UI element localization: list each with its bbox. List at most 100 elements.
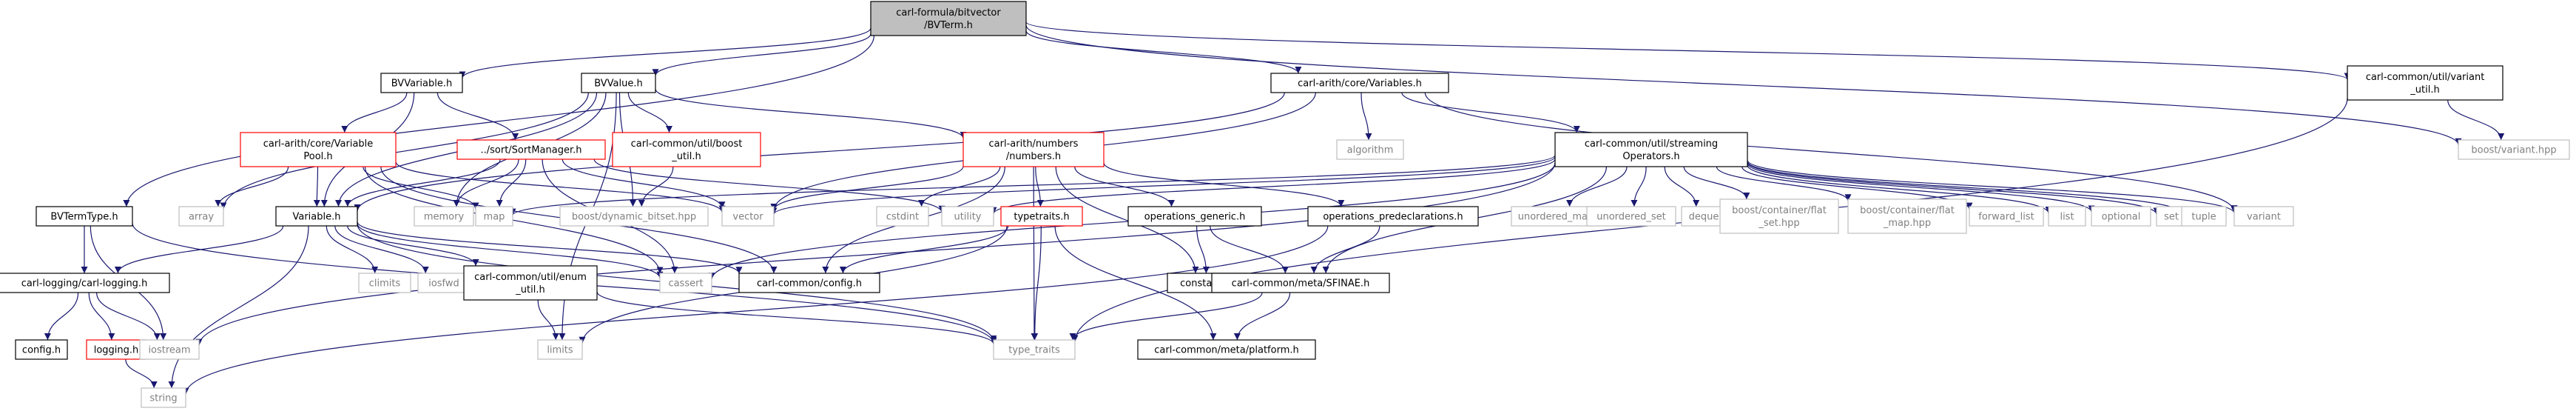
edge-variablepool-to-vector: [395, 161, 726, 213]
node-box: [941, 206, 994, 227]
node-box: [1969, 206, 2044, 227]
edge-streaming-to-vector: [770, 156, 1556, 215]
node-box: [2458, 139, 2570, 160]
node-label: config.h: [22, 345, 61, 356]
node-enum-util[interactable]: carl-common/util/enum_util.h: [463, 265, 598, 301]
node-flat-map: boost/container/flat_map.hpp: [1847, 198, 1967, 234]
node-label: carl-formula/bitvector: [896, 7, 1001, 19]
edge-streaming-to-optional: [1747, 163, 2095, 213]
node-box: [456, 139, 606, 160]
edge-variablepool-to-array: [215, 166, 289, 207]
node-label: boost/container/flat: [1860, 205, 1955, 216]
edge-root-to-boost_variant: [1025, 24, 2462, 145]
node-label: logging.h: [94, 345, 139, 356]
node-bvvalue[interactable]: BVValue.h: [581, 73, 656, 93]
node-map: map: [475, 206, 513, 227]
node-flat-set: boost/container/flat_set.hpp: [1719, 198, 1839, 234]
edge-root-to-bvtermtype: [123, 35, 874, 207]
node-set: set: [2156, 206, 2187, 227]
edge-numbers-to-typetraits_h: [1035, 166, 1044, 207]
edge-sortmanager-to-variable: [344, 158, 501, 207]
node-variant: variant: [2233, 206, 2294, 227]
node-config-common[interactable]: carl-common/config.h: [738, 273, 880, 293]
node-box: [2156, 206, 2187, 227]
node-label: array: [189, 212, 214, 223]
edge-variables-to-streaming: [1401, 92, 1580, 133]
node-label: BVValue.h: [594, 79, 642, 90]
edge-enum_util-to-limits: [537, 299, 559, 341]
node-boost-util[interactable]: carl-common/util/boost_util.h: [612, 132, 761, 167]
edge-streaming-to-tuple: [1747, 161, 2185, 214]
node-label: carl-common/config.h: [757, 278, 862, 290]
edge-streaming-to-unordered_set: [1631, 166, 1647, 207]
node-platform[interactable]: carl-common/meta/platform.h: [1137, 339, 1316, 360]
edges: [44, 21, 2505, 395]
node-variables[interactable]: carl-arith/core/Variables.h: [1270, 73, 1449, 93]
node-label: boost/container/flat: [1732, 205, 1827, 216]
edge-bvvariable-to-variablepool: [341, 92, 408, 133]
node-sortmanager[interactable]: ../sort/SortManager.h: [456, 139, 606, 160]
edge-streaming-to-utility: [990, 158, 1556, 214]
edge-streaming-to-variant: [1747, 159, 2238, 213]
edge-numbers-to-cstdint: [918, 166, 1001, 207]
node-label: Variable.h: [292, 212, 340, 223]
node-label: climits: [369, 278, 401, 290]
edge-variable-to-logging: [114, 225, 284, 274]
node-variable[interactable]: Variable.h: [275, 206, 358, 227]
edge-logging-to-iostream: [96, 292, 161, 341]
node-label: carl-logging/carl-logging.h: [21, 278, 148, 290]
edge-bvvalue-to-boost_util: [627, 92, 672, 133]
node-box: [178, 206, 224, 227]
edge-logging-to-config_h: [44, 292, 79, 341]
node-logging[interactable]: carl-logging/carl-logging.h: [0, 273, 170, 293]
node-variant-util[interactable]: carl-common/util/variant_util.h: [2347, 65, 2503, 101]
node-box: [2181, 206, 2227, 227]
node-list: list: [2048, 206, 2086, 227]
edge-root-to-bvvariable: [459, 27, 871, 79]
node-box: [1554, 132, 1748, 167]
node-label: tuple: [2191, 212, 2216, 223]
node-label: optional: [2102, 212, 2141, 223]
node-forward-list: forward_list: [1969, 206, 2044, 227]
edge-root-to-variables: [1025, 30, 1302, 74]
node-label: BVTermType.h: [50, 212, 118, 223]
node-label: operations_predeclarations.h: [1323, 212, 1463, 223]
node-bvtermtype[interactable]: BVTermType.h: [36, 206, 133, 227]
node-box: [380, 73, 463, 93]
node-box: [870, 1, 1027, 36]
node-tuple: tuple: [2181, 206, 2227, 227]
edge-typetraits_h-to-platform: [1054, 225, 1217, 341]
node-label: _util.h: [515, 284, 544, 296]
node-logging-h[interactable]: logging.h: [86, 339, 146, 360]
node-label: carl-common/util/streaming: [1585, 138, 1718, 150]
edge-sortmanager-to-vector: [562, 158, 726, 209]
node-cstdint: cstdint: [876, 206, 929, 227]
node-bvvariable[interactable]: BVVariable.h: [380, 73, 463, 93]
node-box: [15, 339, 68, 360]
node-sfinae[interactable]: carl-common/meta/SFINAE.h: [1211, 273, 1390, 293]
node-box: [738, 273, 880, 293]
node-label: _util.h: [2410, 84, 2439, 96]
node-box: [1000, 206, 1083, 227]
edge-variant_util-to-boost_variant: [2447, 99, 2505, 141]
node-label: boost/variant.hpp: [2471, 145, 2556, 156]
node-label: /BVTerm.h: [924, 20, 973, 31]
node-box: [1336, 139, 1404, 160]
node-config-h[interactable]: config.h: [15, 339, 68, 360]
node-box: [414, 206, 474, 227]
edge-ops_predecl-to-sfinae: [1310, 225, 1380, 274]
edge-variables-to-algorithm: [1361, 92, 1372, 141]
node-root[interactable]: carl-formula/bitvector/BVTerm.h: [870, 1, 1027, 36]
node-label: cassert: [668, 278, 703, 290]
node-ops-generic[interactable]: operations_generic.h: [1127, 206, 1262, 227]
node-box: [2233, 206, 2294, 227]
node-numbers[interactable]: carl-arith/numbers/numbers.h: [962, 132, 1105, 167]
node-ops-predecl[interactable]: operations_predeclarations.h: [1307, 206, 1479, 227]
node-typetraits-h[interactable]: typetraits.h: [1000, 206, 1083, 227]
node-box: [1137, 339, 1316, 360]
node-box: [463, 265, 598, 301]
